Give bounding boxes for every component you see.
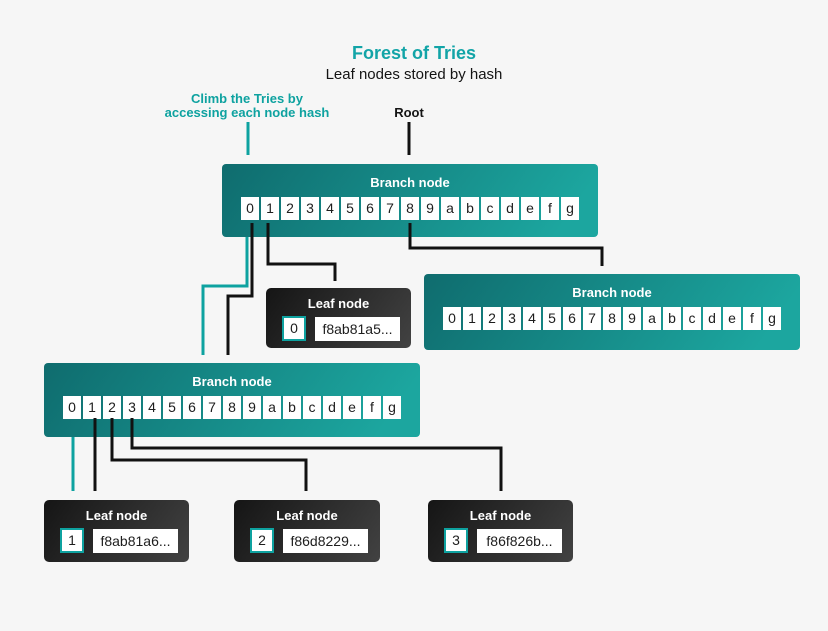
- hash-digit-cell: 2: [281, 197, 299, 220]
- hash-digit-cell: d: [323, 396, 341, 419]
- hash-digit-cell: 8: [223, 396, 241, 419]
- hash-digit-cell: 4: [143, 396, 161, 419]
- hash-digit-cell: 1: [261, 197, 279, 220]
- hash-digit-cell: 8: [401, 197, 419, 220]
- leaf-hash-value: f8ab81a5...: [315, 316, 400, 341]
- hash-digit-cell: f: [363, 396, 381, 419]
- hash-digit-cell: e: [343, 396, 361, 419]
- hash-digit-cell: f: [743, 307, 761, 330]
- hash-digit-cell: 2: [483, 307, 501, 330]
- hash-digit-cell: 0: [63, 396, 81, 419]
- leaf-node-content: 0 f8ab81a5...: [282, 316, 400, 341]
- hash-digit-cell: g: [763, 307, 781, 330]
- hash-digit-cell: c: [683, 307, 701, 330]
- hash-digit-cell: 0: [443, 307, 461, 330]
- hash-digit-cell: 6: [361, 197, 379, 220]
- hash-digit-cell: 9: [421, 197, 439, 220]
- hash-digit-cell: 4: [321, 197, 339, 220]
- hash-digit-cell: 3: [123, 396, 141, 419]
- hash-digit-cell: 5: [163, 396, 181, 419]
- leaf-node-0: Leaf node 0 f8ab81a5...: [266, 288, 411, 348]
- hash-digit-cell: 2: [103, 396, 121, 419]
- leaf-node-title: Leaf node: [85, 508, 148, 523]
- climb-annotation-line1: Climb the Tries by: [191, 91, 303, 106]
- hash-digit-cell: 8: [603, 307, 621, 330]
- leaf-index-cell: 1: [60, 528, 84, 553]
- hash-digit-cell: a: [441, 197, 459, 220]
- climb-annotation-line2: accessing each node hash: [164, 104, 330, 120]
- leaf-index-cell: 0: [282, 316, 306, 341]
- diagram-header: Forest of Tries Leaf nodes stored by has…: [0, 43, 828, 83]
- hash-digit-cell: 5: [341, 197, 359, 220]
- hash-digit-cell: e: [723, 307, 741, 330]
- leaf-node-content: 1 f8ab81a6...: [60, 528, 178, 553]
- branch-node-title: Branch node: [370, 175, 450, 190]
- branch-node-title: Branch node: [192, 374, 272, 389]
- leaf-hash-value: f86f826b...: [477, 528, 562, 553]
- leaf-node-title: Leaf node: [469, 508, 532, 523]
- hash-digit-cell: g: [383, 396, 401, 419]
- hash-digit-cell: 1: [463, 307, 481, 330]
- leaf-node-title: Leaf node: [307, 296, 370, 311]
- hash-digit-cell: a: [643, 307, 661, 330]
- leaf-node-3: Leaf node 3 f86f826b...: [428, 500, 573, 562]
- page-title: Forest of Tries: [351, 43, 477, 63]
- leaf-node-content: 2 f86d8229...: [250, 528, 368, 553]
- hash-digit-cell: 6: [183, 396, 201, 419]
- hash-digit-cell: 5: [543, 307, 561, 330]
- leaf-hash-value: f86d8229...: [283, 528, 368, 553]
- hash-digit-cell: 7: [583, 307, 601, 330]
- leaf-index-cell: 3: [444, 528, 468, 553]
- leaf-node-title: Leaf node: [276, 508, 338, 523]
- leaf-hash-value: f8ab81a6...: [93, 528, 178, 553]
- hash-digit-cell: e: [521, 197, 539, 220]
- leaf-node-1: Leaf node 1 f8ab81a6...: [44, 500, 189, 562]
- edge-topcell0-to-lower-branch: [226, 223, 254, 355]
- leaf-node-content: 3 f86f826b...: [444, 528, 562, 553]
- leaf-node-2: Leaf node 2 f86d8229...: [234, 500, 380, 562]
- hash-digit-cell: 1: [83, 396, 101, 419]
- hash-digit-cell: g: [561, 197, 579, 220]
- climb-annotation: Climb the Tries by accessing each node h…: [137, 92, 357, 119]
- root-label: Root: [394, 105, 424, 120]
- hash-digit-cell: c: [481, 197, 499, 220]
- hash-digit-cell: 0: [241, 197, 259, 220]
- hash-digit-cell: 3: [503, 307, 521, 330]
- page-subtitle: Leaf nodes stored by hash: [325, 66, 503, 83]
- hash-digit-cell: d: [501, 197, 519, 220]
- hash-digit-cell: b: [461, 197, 479, 220]
- leaf-index-cell: 2: [250, 528, 274, 553]
- hash-digit-cell: 6: [563, 307, 581, 330]
- hash-digit-cell: d: [703, 307, 721, 330]
- hash-digit-cell: b: [283, 396, 301, 419]
- hash-digit-cell: 3: [301, 197, 319, 220]
- hash-digit-cell: b: [663, 307, 681, 330]
- branch-node-title: Branch node: [572, 285, 652, 300]
- hash-digit-cell: c: [303, 396, 321, 419]
- climb-path-top-to-lower-branch: [201, 237, 249, 355]
- hash-digit-cell: 9: [243, 396, 261, 419]
- hash-digit-cell: 4: [523, 307, 541, 330]
- hash-digit-cell: 7: [381, 197, 399, 220]
- hash-digit-cell: 7: [203, 396, 221, 419]
- hash-digit-cell: f: [541, 197, 559, 220]
- hash-digit-cell: a: [263, 396, 281, 419]
- hash-digit-cell: 9: [623, 307, 641, 330]
